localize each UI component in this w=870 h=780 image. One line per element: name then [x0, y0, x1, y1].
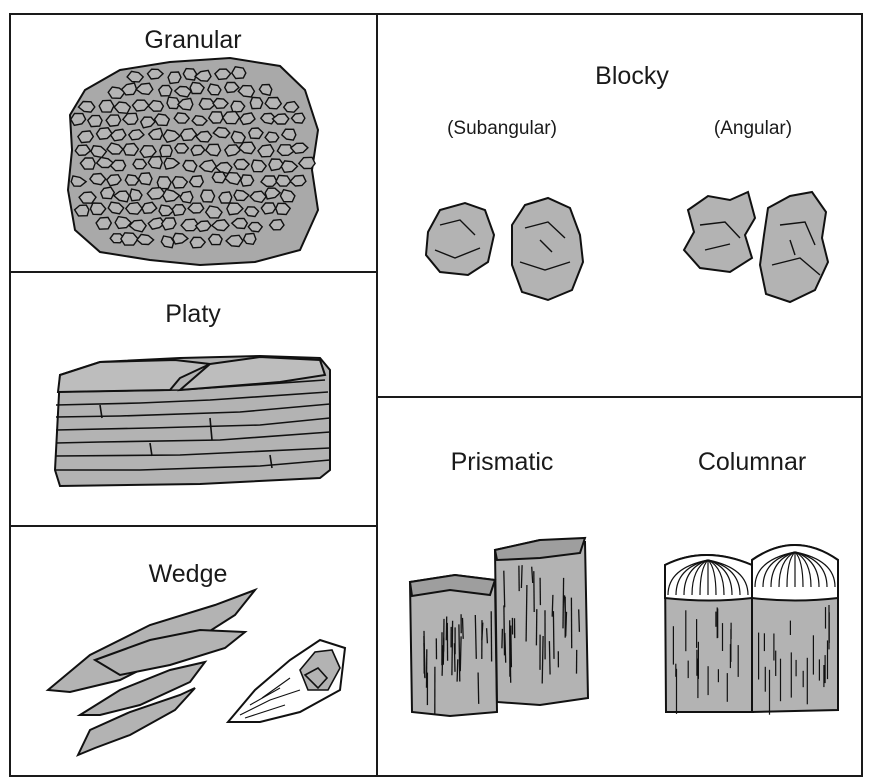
- granule: [159, 85, 172, 96]
- granule: [168, 72, 181, 84]
- wedge-aggregate-illustration: [48, 590, 345, 755]
- granule: [99, 100, 114, 112]
- blocky-subangular-illustration: [426, 198, 583, 300]
- granule: [106, 115, 121, 126]
- granule: [183, 69, 196, 81]
- granule: [241, 175, 254, 186]
- label-prismatic: Prismatic: [451, 448, 554, 477]
- platy-aggregate-illustration: [55, 356, 330, 486]
- striation: [521, 565, 522, 588]
- blocky-angular-illustration: [684, 192, 828, 302]
- striation: [460, 636, 461, 671]
- striation: [504, 571, 505, 608]
- granule: [190, 176, 204, 187]
- columnar-aggregate-illustration: [665, 545, 838, 715]
- label-wedge: Wedge: [149, 560, 228, 589]
- striation: [504, 605, 505, 655]
- label-blocky: Blocky: [595, 62, 669, 91]
- striation: [452, 621, 453, 676]
- granule: [265, 98, 281, 109]
- granule: [244, 233, 256, 244]
- striation: [510, 629, 511, 683]
- striation: [549, 641, 550, 674]
- striation: [457, 659, 458, 681]
- granule: [123, 144, 138, 156]
- prismatic-aggregate-illustration: [410, 538, 588, 716]
- granule: [201, 190, 215, 202]
- granule: [209, 112, 223, 123]
- granule: [232, 67, 246, 79]
- label-angular: (Angular): [714, 118, 792, 140]
- striation: [563, 578, 564, 629]
- striation: [542, 636, 543, 684]
- granule: [172, 205, 185, 216]
- label-platy: Platy: [165, 300, 221, 329]
- striation: [526, 585, 527, 642]
- granule: [212, 172, 226, 183]
- granule: [160, 145, 172, 156]
- granule: [180, 191, 193, 203]
- granular-aggregate-illustration: [68, 58, 318, 265]
- granule: [157, 177, 171, 189]
- striation: [487, 628, 488, 643]
- label-granular: Granular: [144, 26, 241, 55]
- granule: [88, 116, 102, 127]
- granule: [209, 234, 223, 244]
- striation: [478, 673, 479, 704]
- striation: [459, 624, 460, 681]
- granule: [175, 144, 189, 153]
- granule: [101, 187, 115, 199]
- striation: [579, 609, 580, 632]
- granule: [133, 159, 147, 168]
- striation: [502, 629, 503, 649]
- striation: [442, 645, 443, 676]
- label-columnar: Columnar: [698, 448, 806, 477]
- granule: [139, 173, 152, 185]
- granule: [265, 132, 279, 142]
- granule: [250, 97, 262, 108]
- striation: [553, 611, 554, 659]
- granule: [231, 101, 245, 112]
- granule: [167, 97, 180, 108]
- striation: [463, 618, 464, 639]
- granule: [162, 218, 176, 230]
- granule: [96, 217, 111, 229]
- granule: [261, 203, 275, 214]
- label-subangular: (Subangular): [447, 118, 557, 140]
- granule: [276, 175, 291, 186]
